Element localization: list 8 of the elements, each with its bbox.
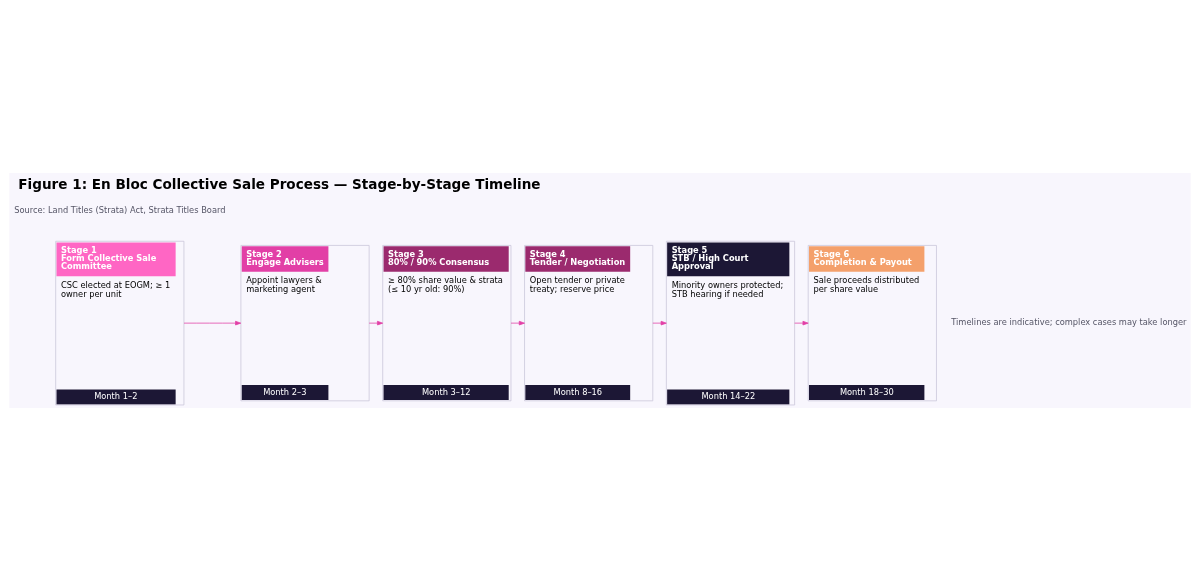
caption: Timelines are indicative; complex cases may take longer — [951, 316, 1187, 327]
arrow — [368, 320, 384, 325]
arrow — [510, 320, 525, 325]
arrow — [794, 320, 809, 325]
diagram-title: Figure 1: En Bloc Collective Sale Process — Stage-by-Stage Timeline — [18, 175, 541, 192]
label: Source: Land Titles (Strata) Act, Strata Titles Board — [14, 204, 226, 215]
arrow — [183, 320, 242, 325]
arrow — [652, 320, 667, 325]
